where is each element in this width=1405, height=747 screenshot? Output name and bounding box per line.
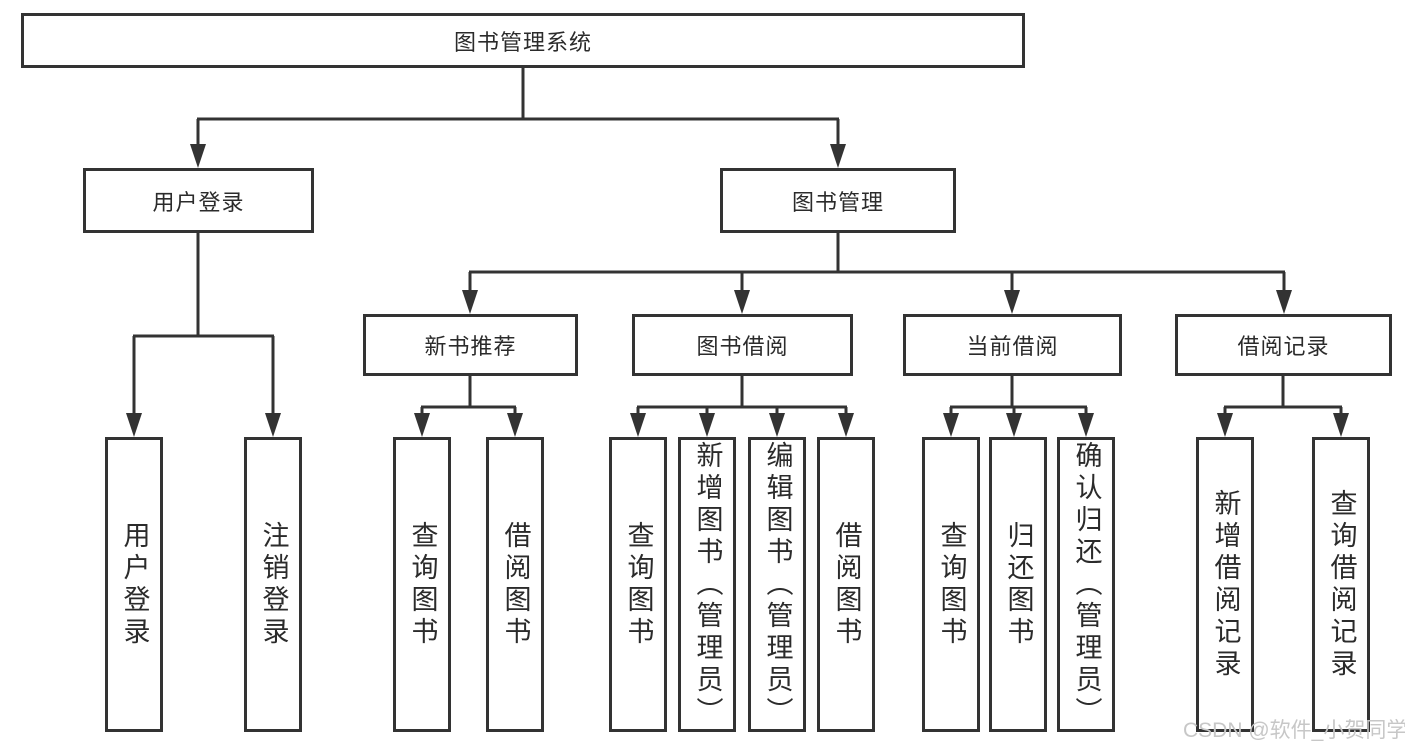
leaf-borrow-query-book-label: 查询图书 bbox=[623, 520, 654, 649]
csdn-watermark: CSDN @软件_小贺同学 bbox=[1183, 719, 1405, 742]
leaf-records-query-record-label: 查询借阅记录 bbox=[1326, 488, 1357, 681]
node-book-borrow: 图书借阅 bbox=[632, 314, 853, 376]
node-book-management: 图书管理 bbox=[720, 168, 956, 233]
node-current-borrow: 当前借阅 bbox=[903, 314, 1122, 376]
node-new-book-recommend-label: 新书推荐 bbox=[424, 334, 517, 359]
arrowhead-icon bbox=[734, 290, 750, 314]
leaf-current-query-book-label: 查询图书 bbox=[936, 520, 967, 649]
leaf-recommend-borrow-book: 借阅图书 bbox=[486, 437, 544, 732]
arrowhead-icon bbox=[838, 413, 854, 437]
leaf-recommend-query-book-label: 查询图书 bbox=[407, 520, 438, 649]
node-root-system-label: 图书管理系统 bbox=[453, 29, 592, 55]
leaf-records-query-record: 查询借阅记录 bbox=[1312, 437, 1370, 732]
arrowhead-icon bbox=[1333, 413, 1349, 437]
leaf-current-confirm-return-admin: 确认归还（管理员） bbox=[1057, 437, 1115, 732]
leaf-records-add-record: 新增借阅记录 bbox=[1196, 437, 1254, 732]
connector-book-management-to-level3 bbox=[462, 233, 1292, 314]
leaf-borrow-query-book: 查询图书 bbox=[609, 437, 667, 732]
arrowhead-icon bbox=[126, 413, 142, 437]
arrowhead-icon bbox=[830, 144, 846, 168]
arrowhead-icon bbox=[265, 413, 281, 437]
leaf-borrow-add-book-admin: 新增图书（管理员） bbox=[678, 437, 736, 732]
connector-new-book-recommend-to-leaves bbox=[414, 376, 523, 437]
arrowhead-icon bbox=[1004, 290, 1020, 314]
connector-user-login-to-leaves bbox=[126, 233, 281, 437]
arrowhead-icon bbox=[1276, 290, 1292, 314]
leaf-borrow-borrow-book-label: 借阅图书 bbox=[831, 520, 862, 649]
connector-borrow-records-to-leaves bbox=[1217, 376, 1349, 437]
leaf-borrow-borrow-book: 借阅图书 bbox=[817, 437, 875, 732]
leaf-user-login: 用户登录 bbox=[105, 437, 163, 732]
leaf-borrow-add-book-admin-label: 新增图书（管理员） bbox=[692, 440, 723, 729]
connector-root-to-level2 bbox=[190, 68, 846, 168]
arrowhead-icon bbox=[1217, 413, 1233, 437]
leaf-borrow-edit-book-admin-label: 编辑图书（管理员） bbox=[762, 440, 793, 729]
node-borrow-records: 借阅记录 bbox=[1175, 314, 1392, 376]
leaf-logout: 注销登录 bbox=[244, 437, 302, 732]
node-user-login: 用户登录 bbox=[83, 168, 314, 233]
leaf-recommend-query-book: 查询图书 bbox=[393, 437, 451, 732]
leaf-records-add-record-label: 新增借阅记录 bbox=[1210, 488, 1241, 681]
leaf-borrow-edit-book-admin: 编辑图书（管理员） bbox=[748, 437, 806, 732]
arrowhead-icon bbox=[190, 144, 206, 168]
node-book-management-label: 图书管理 bbox=[791, 189, 884, 215]
arrowhead-icon bbox=[1078, 413, 1094, 437]
leaf-current-confirm-return-admin-label: 确认归还（管理员） bbox=[1071, 440, 1102, 729]
connector-current-borrow-to-leaves bbox=[943, 376, 1094, 437]
node-current-borrow-label: 当前借阅 bbox=[966, 334, 1059, 359]
leaf-current-query-book: 查询图书 bbox=[922, 437, 980, 732]
node-user-login-label: 用户登录 bbox=[152, 189, 245, 215]
connector-book-borrow-to-leaves bbox=[630, 376, 854, 437]
arrowhead-icon bbox=[462, 290, 478, 314]
arrowhead-icon bbox=[630, 413, 646, 437]
node-book-borrow-label: 图书借阅 bbox=[696, 334, 789, 359]
leaf-user-login-label: 用户登录 bbox=[119, 520, 150, 649]
arrowhead-icon bbox=[507, 413, 523, 437]
leaf-current-return-book: 归还图书 bbox=[989, 437, 1047, 732]
arrowhead-icon bbox=[699, 413, 715, 437]
leaf-logout-label: 注销登录 bbox=[258, 520, 289, 649]
node-root-system: 图书管理系统 bbox=[21, 13, 1025, 68]
leaf-current-return-book-label: 归还图书 bbox=[1003, 520, 1034, 649]
node-borrow-records-label: 借阅记录 bbox=[1237, 334, 1330, 359]
leaf-recommend-borrow-book-label: 借阅图书 bbox=[500, 520, 531, 649]
arrowhead-icon bbox=[414, 413, 430, 437]
arrowhead-icon bbox=[1006, 413, 1022, 437]
arrowhead-icon bbox=[769, 413, 785, 437]
arrowhead-icon bbox=[943, 413, 959, 437]
node-new-book-recommend: 新书推荐 bbox=[363, 314, 578, 376]
